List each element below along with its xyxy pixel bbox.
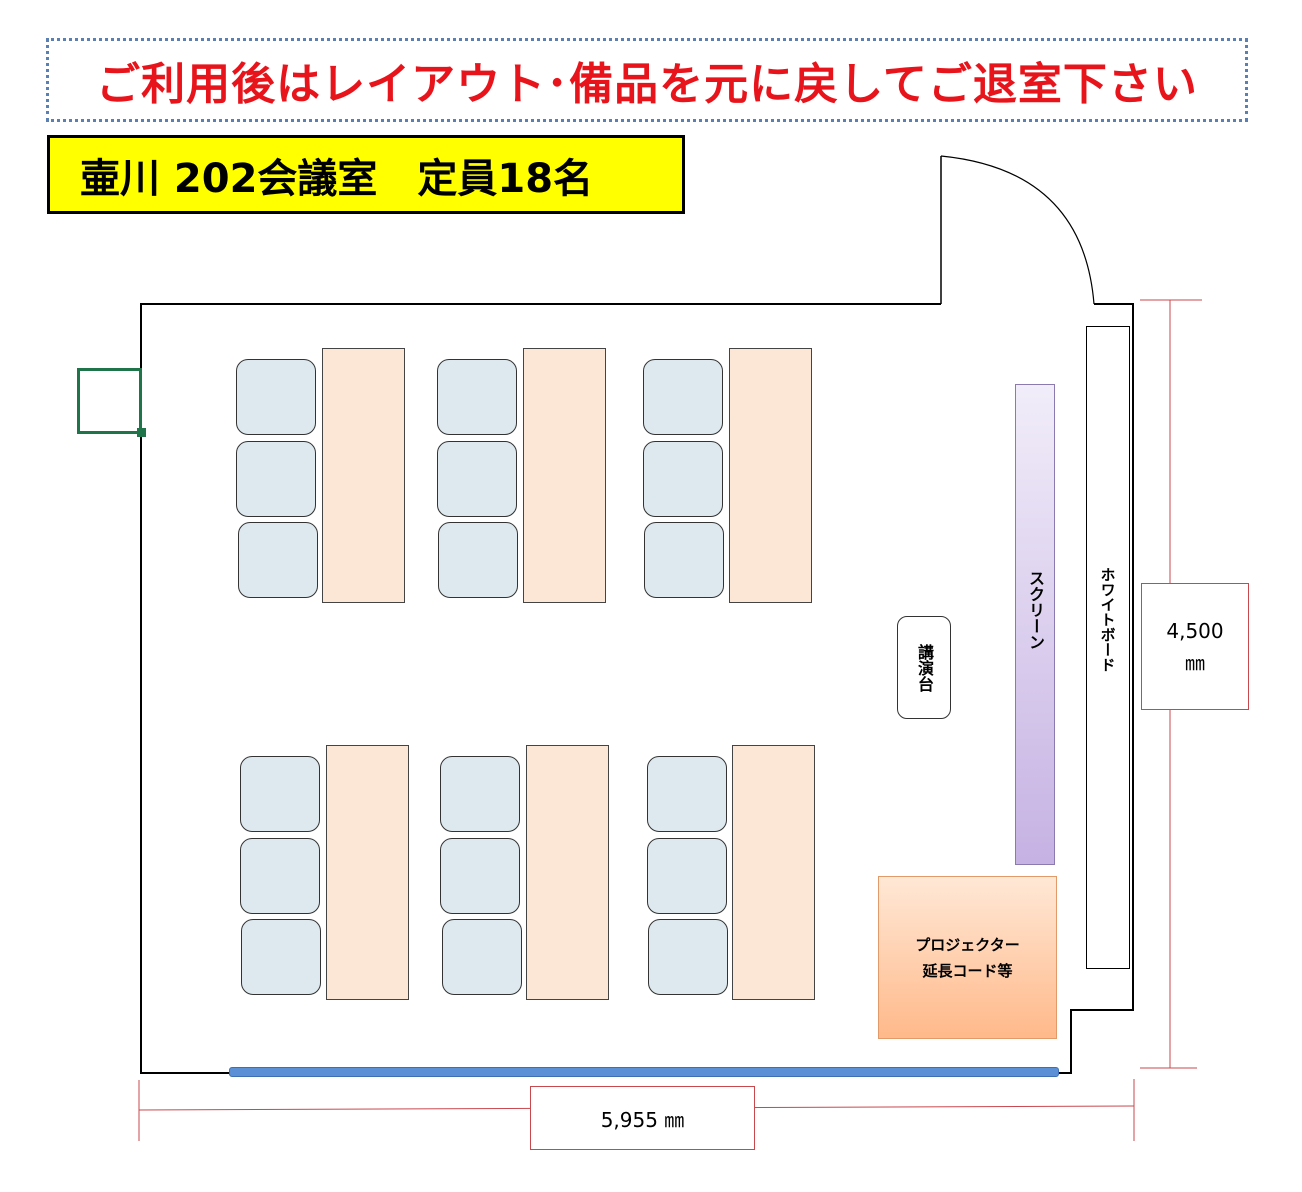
notice-banner: ご利用後はレイアウト･備品を元に戻してご退室下さい [46, 38, 1248, 122]
podium: 講演台 [897, 616, 951, 719]
projector-label-line1: プロジェクター [915, 935, 1020, 954]
chair [240, 838, 320, 914]
chair [442, 919, 522, 995]
room-title: 壷川 202会議室 定員18名 [47, 135, 685, 214]
chair [643, 359, 723, 435]
chair [648, 919, 728, 995]
chair [236, 441, 316, 517]
projector-storage: プロジェクター 延長コード等 [878, 876, 1057, 1039]
podium-label: 講演台 [915, 643, 934, 692]
desk [729, 348, 812, 603]
entrance-marker-handle [137, 428, 146, 437]
chair [647, 838, 727, 914]
whiteboard-label: ホワイトボード [1098, 567, 1117, 672]
chair [241, 919, 321, 995]
height-dimension-value: 4,500 [1166, 618, 1224, 643]
projection-screen: スクリーン [1015, 384, 1055, 865]
width-dimension-value: 5,955 ㎜ [600, 1107, 685, 1132]
desk [523, 348, 606, 603]
chair [238, 522, 318, 598]
notice-text: ご利用後はレイアウト･備品を元に戻してご退室下さい [96, 59, 1198, 110]
chair [440, 838, 520, 914]
chair [438, 522, 518, 598]
chair [236, 359, 316, 435]
desk [326, 745, 409, 1000]
chair [437, 359, 517, 435]
chair [240, 756, 320, 832]
height-dimension: 4,500 ㎜ [1141, 583, 1249, 710]
entrance-marker [77, 368, 142, 434]
chair [647, 756, 727, 832]
window [229, 1067, 1059, 1077]
door-swing [940, 155, 1095, 305]
screen-label: スクリーン [1026, 570, 1045, 650]
desk [526, 745, 609, 1000]
chair [437, 441, 517, 517]
desk [732, 745, 815, 1000]
chair [440, 756, 520, 832]
whiteboard: ホワイトボード [1086, 326, 1130, 969]
desk [322, 348, 405, 603]
width-dimension: 5,955 ㎜ [530, 1086, 755, 1150]
height-dimension-unit: ㎜ [1185, 650, 1205, 675]
projector-label-line2: 延長コード等 [922, 961, 1013, 980]
chair [644, 522, 724, 598]
chair [643, 441, 723, 517]
